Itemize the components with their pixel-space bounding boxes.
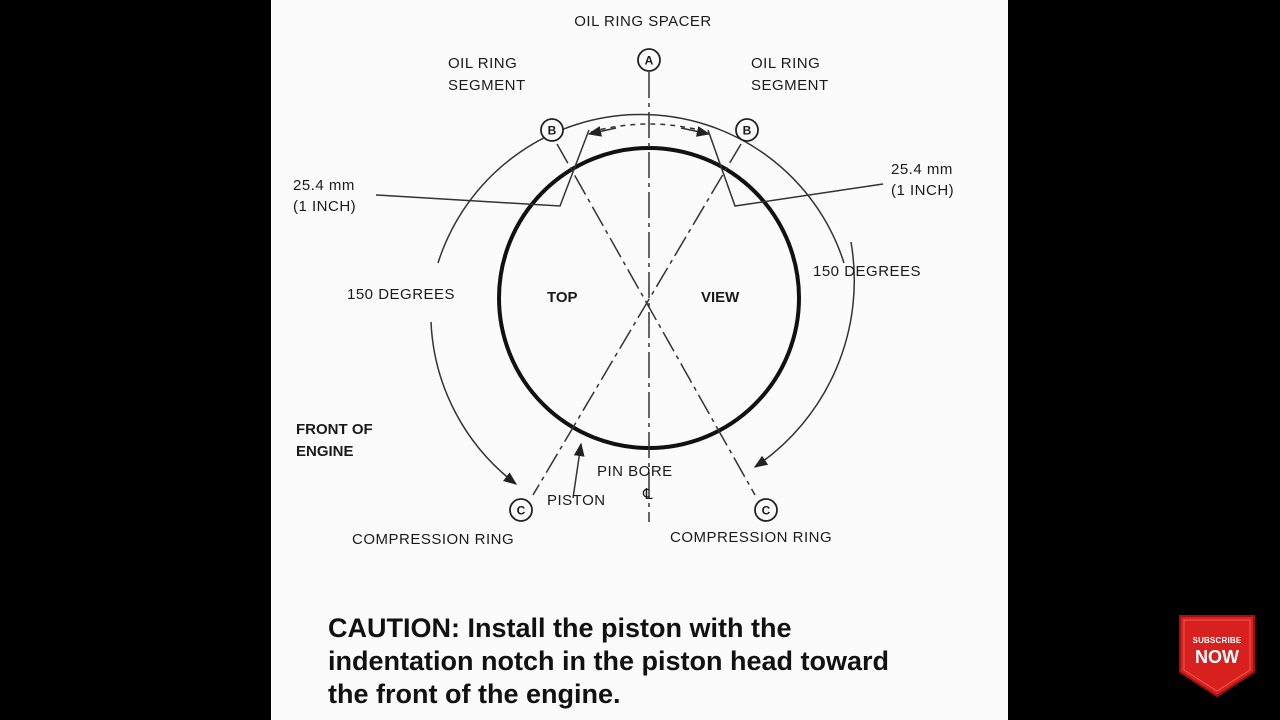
caution-line-3: the front of the engine. (328, 679, 621, 709)
svg-text:B: B (548, 124, 557, 138)
subscribe-label: SUBSCRIBE (1192, 636, 1242, 645)
degrees-arc-right (753, 241, 856, 468)
svg-text:C: C (762, 504, 771, 518)
line-b-left-to-c-right (556, 143, 756, 496)
line-b-right-to-c-left (532, 143, 742, 496)
caution-note: CAUTION: Install the piston with the ind… (328, 612, 998, 711)
label-oil-ring-segment-left: OIL RING SEGMENT (448, 55, 526, 94)
label-oil-ring-spacer: OIL RING SPACER (574, 13, 712, 30)
centerline-symbol: ℄ (642, 486, 653, 503)
marker-c-left: C (509, 498, 533, 522)
offset-leader-left (375, 129, 590, 207)
oil-segment-arrow-right (680, 126, 711, 137)
subscribe-badge-icon (1179, 615, 1255, 698)
label-degrees-left: 150 DEGREES (347, 286, 455, 303)
subscribe-now-label: NOW (1195, 647, 1239, 667)
label-compression-ring-left: COMPRESSION RING (352, 531, 514, 548)
label-front-of-engine: FRONT OF ENGINE (296, 421, 377, 460)
label-oil-ring-segment-right: OIL RING SEGMENT (751, 55, 829, 94)
label-view: VIEW (701, 289, 740, 306)
label-offset-left: 25.4 mm (1 INCH) (293, 177, 360, 215)
oil-segment-arc (590, 123, 708, 133)
piston-pointer (572, 442, 585, 499)
marker-a: A (637, 48, 661, 72)
label-degrees-right: 150 DEGREES (813, 263, 921, 280)
diagram-page: A B B C C OIL RING SPACER OIL RING SEGME… (271, 0, 1008, 720)
svg-text:B: B (743, 124, 752, 138)
svg-text:C: C (517, 504, 526, 518)
piston-ring-diagram: A B B C C OIL RING SPACER OIL RING SEGME… (293, 13, 958, 548)
marker-b-left: B (540, 118, 564, 142)
label-piston: PISTON (547, 492, 606, 509)
label-pin-bore: PIN BORE (597, 463, 673, 480)
caution-line-2: indentation notch in the piston head tow… (328, 646, 889, 676)
label-top: TOP (547, 289, 578, 306)
offset-leader-right (707, 129, 884, 207)
subscribe-now-button[interactable]: SUBSCRIBE NOW (1178, 614, 1256, 698)
marker-c-right: C (754, 498, 778, 522)
marker-b-right: B (735, 118, 759, 142)
label-compression-ring-right: COMPRESSION RING (670, 529, 832, 546)
svg-text:A: A (645, 54, 654, 68)
caution-line-1: CAUTION: Install the piston with the (328, 613, 792, 643)
degrees-arc-left (430, 321, 518, 485)
outer-bore-arc (437, 113, 845, 264)
oil-segment-arrow-left (587, 126, 617, 137)
label-offset-right: 25.4 mm (1 INCH) (891, 161, 958, 199)
